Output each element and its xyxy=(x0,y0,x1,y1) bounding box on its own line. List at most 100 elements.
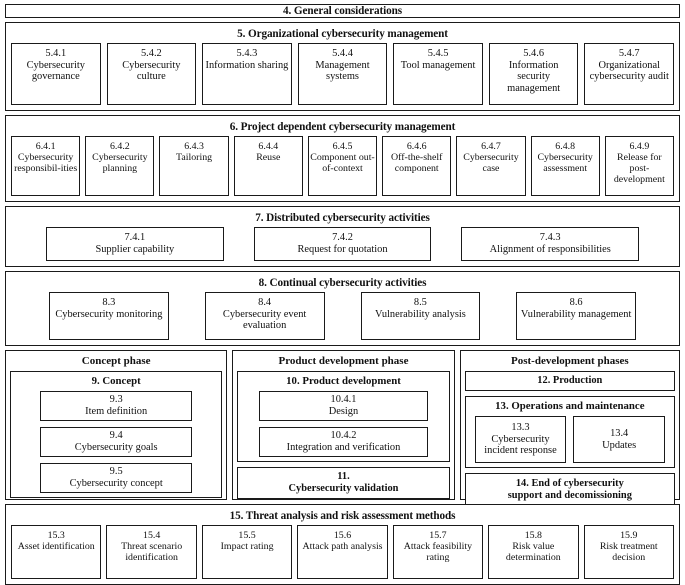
box-label: Information security management xyxy=(507,59,561,94)
box-6-4-1: 6.4.1 Cybersecurity responsibil-ities xyxy=(11,136,81,196)
box-5-4-3: 5.4.3 Information sharing xyxy=(202,43,292,105)
box-number: 6.4.1 xyxy=(35,141,56,152)
lifecycle-phases-band: Concept phase 9. Concept 9.3 Item defini… xyxy=(5,350,680,507)
box-6-4-7: 6.4.7 Cybersecurity case xyxy=(456,136,526,196)
clause-15-threat-analysis-and-risk-assessment-methods: 15. Threat analysis and risk assessment … xyxy=(5,504,680,585)
box-label: Request for quotation xyxy=(297,244,388,255)
box-number: 6.4.9 xyxy=(629,141,650,152)
box-label: Cybersecurity case xyxy=(463,152,519,174)
box-8-4: 8.4 Cybersecurity event evaluation xyxy=(204,292,325,340)
box-label: Organizational cybersecurity audit xyxy=(589,59,669,83)
phase-product-title: Product development phase xyxy=(278,355,409,367)
box-label: Tool management xyxy=(400,59,476,71)
clause-8-title: 8. Continual cybersecurity activities xyxy=(258,277,427,289)
clause-7-title: 7. Distributed cybersecurity activities xyxy=(255,212,430,224)
subclause-10-box-list: 10.4.1 Design 10.4.2 Integration and ver… xyxy=(243,391,443,457)
box-7-4-2: 7.4.2 Request for quotation xyxy=(253,227,432,261)
box-label: Risk treatment decision xyxy=(599,541,658,563)
box-label: Design xyxy=(328,406,359,417)
clause-8-continual-cybersecurity-activities: 8. Continual cybersecurity activities 8.… xyxy=(5,271,680,346)
subclause-13-box-list: 13.3 Cybersecurity incident response 13.… xyxy=(471,416,669,463)
clause-8-box-row: 8.3 Cybersecurity monitoring 8.4 Cyberse… xyxy=(11,292,674,340)
box-label: Cybersecurity validation xyxy=(288,483,399,494)
box-number: 5.4.3 xyxy=(236,48,258,59)
subclause-10-title: 10. Product development xyxy=(286,375,401,387)
box-label: Risk value determination xyxy=(505,541,561,563)
clause-4-title: 4. General considerations xyxy=(282,5,402,17)
box-label: Vulnerability analysis xyxy=(374,308,466,320)
box-number: 8.4 xyxy=(258,297,272,308)
box-number: 15.6 xyxy=(333,530,352,541)
box-label: Information sharing xyxy=(205,59,289,71)
box-8-5: 8.5 Vulnerability analysis xyxy=(360,292,481,340)
box-number: 6.4.7 xyxy=(481,141,501,152)
box-15-7: 15.7 Attack feasibility rating xyxy=(392,525,484,579)
box-6-4-9: 6.4.9 Release for post-development xyxy=(604,136,674,196)
clause-5-organizational-cybersecurity-management: 5. Organizational cybersecurity manageme… xyxy=(5,22,680,111)
box-number: 15.8 xyxy=(524,530,542,541)
clause-7-distributed-cybersecurity-activities: 7. Distributed cybersecurity activities … xyxy=(5,206,680,267)
box-number: 9.4 xyxy=(109,430,123,442)
box-number: 9.3 xyxy=(109,394,123,406)
box-5-4-2: 5.4.2 Cybersecurity culture xyxy=(106,43,197,105)
box-label: Attack feasibility rating xyxy=(403,541,473,563)
box-number: 15.5 xyxy=(238,530,256,541)
box-14-end-of-cybersecurity-support: 14. End of cybersecurity support and dec… xyxy=(464,473,675,507)
box-number: 14. End of cybersecurity xyxy=(515,478,624,490)
box-number: 7.4.1 xyxy=(124,232,146,244)
phase-product-content: 10. Product development 10.4.1 Design 10… xyxy=(237,371,450,499)
box-label: Off-the-shelf component xyxy=(391,152,443,174)
box-label: Reuse xyxy=(256,152,281,163)
box-number: 10.4.1 xyxy=(330,394,357,406)
phase-post-title: Post-development phases xyxy=(511,355,629,367)
box-9-3: 9.3 Item definition xyxy=(40,391,193,421)
box-label: Supplier capability xyxy=(95,244,175,255)
box-label: Asset identification xyxy=(17,541,95,552)
box-label: Tailoring xyxy=(176,152,213,163)
box-15-6: 15.6 Attack path analysis xyxy=(297,525,388,579)
box-number: 6.4.6 xyxy=(406,141,427,152)
box-number: 5.4.1 xyxy=(45,48,67,59)
box-number: 15.9 xyxy=(620,530,638,541)
box-label: Cybersecurity responsibil-ities xyxy=(14,152,78,174)
subclause-13-operations-and-maintenance: 13. Operations and maintenance 13.3 Cybe… xyxy=(464,396,675,468)
box-6-4-5: 6.4.5 Component out-of-context xyxy=(307,136,378,196)
box-7-4-1: 7.4.1 Supplier capability xyxy=(46,227,224,261)
box-number: 6.4.3 xyxy=(184,141,204,152)
box-number: 7.4.2 xyxy=(332,232,353,244)
phase-post-content: 12. Production 13. Operations and mainte… xyxy=(464,371,675,507)
clause-6-box-row: 6.4.1 Cybersecurity responsibil-ities 6.… xyxy=(11,136,674,196)
box-label: Cybersecurity goals xyxy=(74,442,158,453)
box-number: 8.3 xyxy=(102,297,116,308)
box-15-4: 15.4 Threat scenario identification xyxy=(106,525,197,579)
phase-product-development: Product development phase 10. Product de… xyxy=(232,350,455,500)
phase-post-development: Post-development phases 12. Production 1… xyxy=(459,350,680,507)
box-number: 5.4.2 xyxy=(140,48,162,59)
box-number: 5.4.4 xyxy=(332,48,353,59)
box-label: Cybersecurity planning xyxy=(92,152,148,174)
box-15-9: 15.9 Risk treatment decision xyxy=(583,525,674,579)
box-label: Integration and verification xyxy=(286,442,401,453)
subclause-10-product-development: 10. Product development 10.4.1 Design 10… xyxy=(237,371,450,462)
clause-15-title: 15. Threat analysis and risk assessment … xyxy=(229,510,456,522)
subclause-13-title: 13. Operations and maintenance xyxy=(495,400,645,412)
iso-21434-structure-diagram: 4. General considerations 5. Organizatio… xyxy=(5,4,680,585)
box-15-8: 15.8 Risk value determination xyxy=(488,525,579,579)
box-number: 13.4 xyxy=(610,427,629,439)
box-5-4-6: 5.4.6 Information security management xyxy=(488,43,579,105)
box-number: 9.5 xyxy=(109,466,123,478)
box-5-4-4: 5.4.4 Management systems xyxy=(297,43,388,105)
box-label: Cybersecurity monitoring xyxy=(55,308,163,320)
box-number: 6.4.4 xyxy=(258,141,279,152)
phase-concept-title: Concept phase xyxy=(81,355,151,367)
clause-5-title: 5. Organizational cybersecurity manageme… xyxy=(237,28,448,40)
box-label: Cybersecurity event evaluation xyxy=(222,308,307,332)
box-label: Cybersecurity governance xyxy=(26,59,85,83)
box-number: 10.4.2 xyxy=(330,430,357,442)
box-13-3: 13.3 Cybersecurity incident response xyxy=(474,416,567,463)
box-label: support and decomissioning xyxy=(507,490,632,501)
box-12-production: 12. Production xyxy=(464,371,675,391)
box-number: 5.4.6 xyxy=(523,48,545,59)
box-label: Cybersecurity concept xyxy=(69,478,163,489)
box-label: Cybersecurity incident response xyxy=(484,433,557,457)
